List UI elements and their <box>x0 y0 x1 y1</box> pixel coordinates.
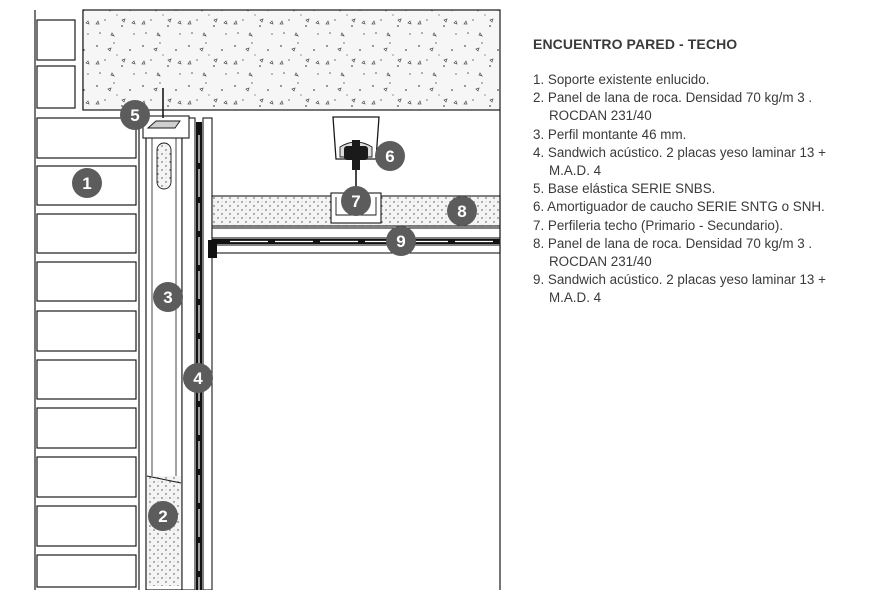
legend-item: 2. Panel de lana de roca. Densidad 70 kg… <box>533 90 813 124</box>
legend-item: 1. Soporte existente enlucido. <box>533 72 710 87</box>
brick <box>36 505 137 547</box>
wall-gypsum-board-inner <box>202 117 213 590</box>
callout-9: 9 <box>386 226 416 256</box>
ceiling-gypsum-board-top <box>211 227 501 239</box>
concrete-slab <box>82 9 501 111</box>
callout-2-label: 2 <box>158 507 167 526</box>
drawing-title: ENCUENTRO PARED - TECHO <box>533 36 738 52</box>
wall-ceiling-section-drawing: 1 2 3 4 5 6 7 8 9 <box>34 9 501 590</box>
callout-3-label: 3 <box>163 288 172 307</box>
legend-item: 4. Sandwich acústico. 2 placas yeso lami… <box>533 144 826 179</box>
callout-7-label: 7 <box>351 192 360 211</box>
legend-item: 8. Panel de lana de roca. Densidad 70 kg… <box>533 235 813 270</box>
callout-1-label: 1 <box>82 174 91 193</box>
callout-1: 1 <box>72 168 102 198</box>
legend-item: 9. Sandwich acústico. 2 placas yeso lami… <box>533 272 826 306</box>
corner-joint <box>208 240 217 258</box>
legend-item: 3. Perfil montante 46 mm. <box>533 126 687 142</box>
callout-6-label: 6 <box>385 147 394 166</box>
brick <box>36 310 137 352</box>
callout-5-label: 5 <box>130 106 139 125</box>
brick <box>36 19 76 61</box>
ceiling-gypsum-board-bottom <box>211 244 501 254</box>
callout-6: 6 <box>375 141 405 171</box>
callout-7: 7 <box>341 186 371 216</box>
rubber-damper-hanger <box>332 116 380 196</box>
callout-8: 8 <box>447 196 477 226</box>
brick <box>36 261 137 302</box>
stud-cutout <box>156 142 172 190</box>
callout-9-label: 9 <box>396 232 405 251</box>
callout-4-label: 4 <box>193 369 203 388</box>
legend-item: 5. Base elástica SERIE SNBS. <box>533 181 716 197</box>
brick <box>36 359 137 400</box>
wall-gypsum-board-outer <box>181 117 196 590</box>
existing-brick-wall <box>34 10 140 590</box>
brick <box>36 65 76 109</box>
brick <box>36 554 137 588</box>
callout-8-label: 8 <box>457 202 466 221</box>
brick-course-lower <box>36 117 137 588</box>
callout-5: 5 <box>120 100 150 130</box>
brick <box>36 117 137 159</box>
callout-2: 2 <box>148 501 178 531</box>
callout-3: 3 <box>153 282 183 312</box>
ceiling-assembly <box>208 110 501 590</box>
legend-list: 1. Soporte existente enlucido. 2. Panel … <box>533 71 868 308</box>
wall-rockwool-panel <box>147 476 181 586</box>
brick <box>36 407 137 449</box>
brick <box>36 456 137 498</box>
legend-item: 6. Amortiguador de caucho SERIE SNTG o S… <box>533 199 825 215</box>
brick <box>36 213 137 254</box>
callout-4: 4 <box>183 363 213 393</box>
brick-course-upper <box>36 19 76 109</box>
legend-item: 7. Perfileria techo (Primario - Secundar… <box>533 217 784 233</box>
